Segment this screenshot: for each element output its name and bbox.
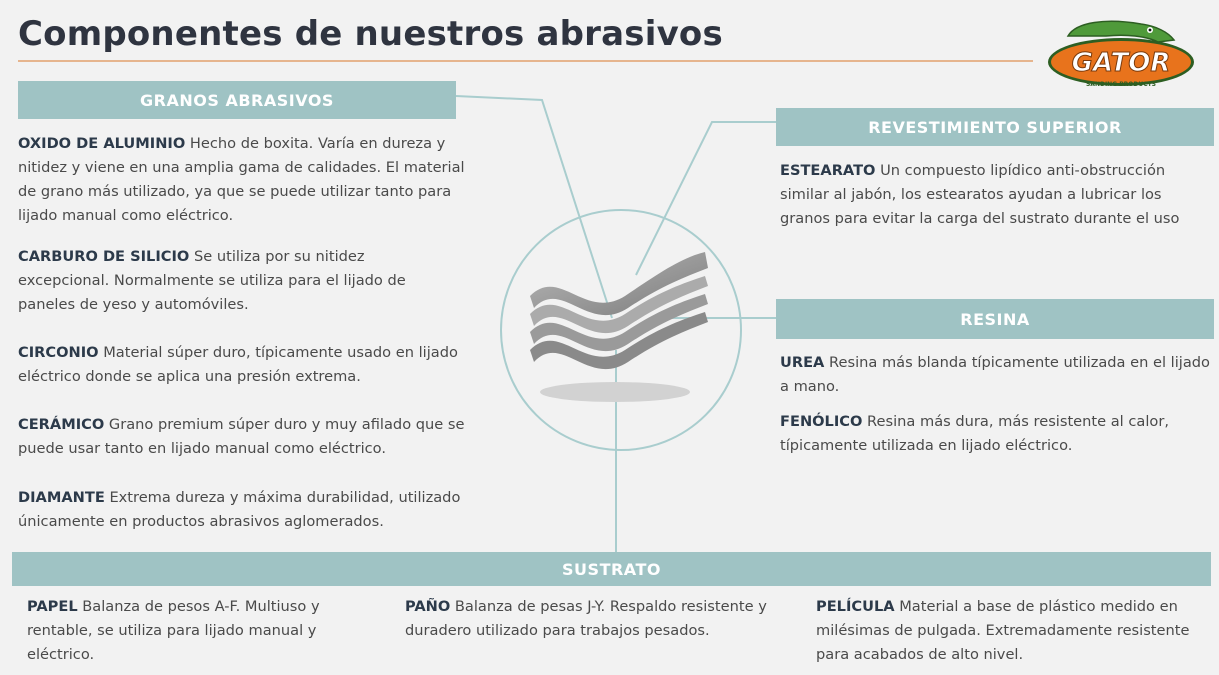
term-label: FENÓLICO <box>780 413 863 430</box>
resina-header: RESINA <box>776 299 1214 339</box>
logo-wordmark: GATOR <box>1072 48 1171 78</box>
term-desc: Grano premium súper duro y muy afilado q… <box>18 416 465 457</box>
granos-item-oxido: OXIDO DE ALUMINIO Hecho de boxita. Varía… <box>18 132 486 228</box>
term-desc: Extrema dureza y máxima durabilidad, uti… <box>18 489 461 530</box>
term-desc: Balanza de pesas J-Y. Respaldo resistent… <box>405 598 767 639</box>
granos-item-ceramico: CERÁMICO Grano premium súper duro y muy … <box>18 413 488 461</box>
sustrato-item-papel: PAPEL Balanza de pesos A-F. Multiuso y r… <box>27 595 367 667</box>
gator-logo: GATOR SANDING PRODUCTS <box>1048 20 1194 88</box>
sustrato-header: SUSTRATO <box>12 552 1211 586</box>
sustrato-item-pano: PAÑO Balanza de pesas J-Y. Respaldo resi… <box>405 595 783 643</box>
term-label: PELÍCULA <box>816 598 895 615</box>
term-desc: Balanza de pesos A-F. Multiuso y rentabl… <box>27 598 320 663</box>
term-desc: Material súper duro, típicamente usado e… <box>18 344 458 385</box>
term-label: UREA <box>780 354 825 371</box>
term-desc: Hecho de boxita. Varía en dureza y nitid… <box>18 135 465 224</box>
term-desc: Resina más blanda típicamente utilizada … <box>780 354 1210 395</box>
abrasive-layers-illustration <box>530 252 708 402</box>
term-label: PAPEL <box>27 598 78 615</box>
revestimiento-item-estearato: ESTEARATO Un compuesto lipídico anti-obs… <box>780 159 1214 231</box>
term-label: CARBURO DE SILICIO <box>18 248 190 265</box>
granos-item-diamante: DIAMANTE Extrema dureza y máxima durabil… <box>18 486 496 534</box>
title-divider <box>18 60 1033 62</box>
granos-abrasivos-header: GRANOS ABRASIVOS <box>18 81 456 119</box>
logo-tagline: SANDING PRODUCTS <box>1086 81 1156 88</box>
term-label: PAÑO <box>405 598 451 615</box>
term-label: CIRCONIO <box>18 344 99 361</box>
term-desc: Se utiliza por su nitidez excepcional. N… <box>18 248 406 313</box>
granos-item-circonio: CIRCONIO Material súper duro, típicament… <box>18 341 478 389</box>
term-label: DIAMANTE <box>18 489 105 506</box>
resina-item-urea: UREA Resina más blanda típicamente utili… <box>780 351 1214 399</box>
revestimiento-header: REVESTIMIENTO SUPERIOR <box>776 108 1214 146</box>
term-label: CERÁMICO <box>18 416 105 433</box>
term-desc: Material a base de plástico medido en mi… <box>816 598 1190 663</box>
page-title: Componentes de nuestros abrasivos <box>18 14 723 54</box>
granos-item-carburo: CARBURO DE SILICIO Se utiliza por su nit… <box>18 245 458 317</box>
term-desc: Resina más dura, más resistente al calor… <box>780 413 1169 454</box>
term-desc: Un compuesto lipídico anti-obstrucción s… <box>780 162 1180 227</box>
term-label: OXIDO DE ALUMINIO <box>18 135 186 152</box>
sustrato-item-pelicula: PELÍCULA Material a base de plástico med… <box>816 595 1214 667</box>
resina-item-fenolico: FENÓLICO Resina más dura, más resistente… <box>780 410 1214 458</box>
term-label: ESTEARATO <box>780 162 876 179</box>
